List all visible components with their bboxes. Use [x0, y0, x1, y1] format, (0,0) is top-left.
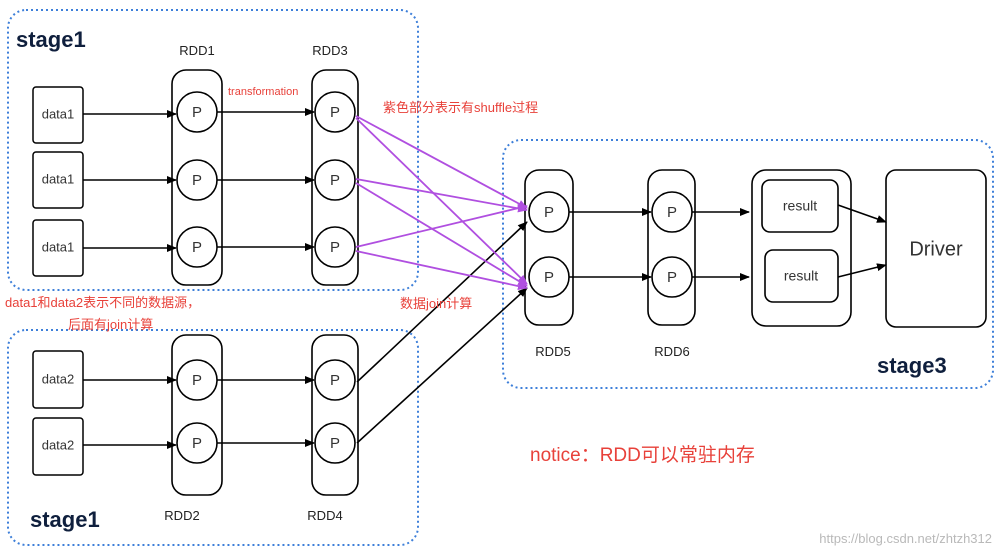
stage3-label: stage3: [877, 353, 947, 378]
partition-label: P: [667, 204, 677, 221]
shuffle-rdd3-p3-to-rdd5-p2: [355, 250, 528, 291]
rdd6-partitions: P P: [651, 191, 693, 298]
partition-circle: [314, 226, 356, 268]
shuffle-arrows: [355, 115, 528, 291]
data1-source-3: data1: [32, 219, 84, 277]
stage1-top-label: stage1: [16, 27, 86, 52]
rdd4-label: RDD4: [307, 508, 342, 523]
data1-box-label: data1: [42, 106, 75, 121]
rdd4-container: [311, 334, 359, 496]
shuffle-rdd3-p1-to-rdd5-p2: [355, 117, 528, 285]
narrow-dependency-arrows: [83, 108, 887, 449]
rdd2-partitions: P P: [176, 359, 218, 464]
rdd6-label: RDD6: [654, 344, 689, 359]
partition-label: P: [544, 269, 554, 286]
arrow-result-2-to-driver: [837, 263, 887, 278]
result-box-2-label: result: [784, 268, 818, 284]
result-box-1-label: result: [783, 198, 817, 214]
partition-label: P: [330, 239, 340, 256]
transformation-note: transformation: [228, 86, 298, 98]
rdd4-partitions: P P: [314, 359, 356, 464]
data2-box-label: data2: [42, 371, 75, 386]
arrow-rdd4-p2-to-rdd5-p2: [356, 287, 528, 444]
partition-label: P: [330, 104, 340, 121]
rdd1-label: RDD1: [179, 43, 214, 58]
shuffle-rdd3-p3-to-rdd5-p1: [355, 204, 528, 248]
stage1-bottom-label: stage1: [30, 507, 100, 532]
rdd3-partitions: P P P: [314, 91, 356, 268]
stage3-box: [502, 139, 994, 389]
rdd5-label: RDD5: [535, 344, 570, 359]
driver-label: Driver: [909, 238, 963, 260]
data1-source-2: data1: [32, 151, 84, 209]
shuffle-rdd3-p2-to-rdd5-p1: [355, 178, 528, 213]
data1-box: [32, 86, 84, 144]
stage1-bottom-box: [7, 329, 419, 546]
partition-label: P: [544, 204, 554, 221]
partition-label: P: [192, 372, 202, 389]
source-note-line1: data1和data2表示不同的数据源，: [5, 295, 200, 310]
partition-label: P: [330, 372, 340, 389]
watermark-url: https://blog.csdn.net/zhtzh312: [819, 531, 992, 546]
data1-source-1: data1: [32, 86, 84, 144]
arrow-result-1-to-driver: [837, 204, 887, 223]
partition-label: P: [192, 104, 202, 121]
data2-source-1: data2: [32, 350, 84, 409]
join-note: 数据join计算: [400, 296, 472, 311]
partition-circle: [314, 422, 356, 464]
data2-box: [32, 417, 84, 476]
arrow-rdd4-p1-to-rdd5-p1: [356, 221, 528, 383]
result-box-1: [761, 179, 839, 233]
partition-label: P: [192, 172, 202, 189]
partition-circle: [314, 359, 356, 401]
partition-label: P: [192, 239, 202, 256]
rdd2-container: [171, 334, 223, 496]
driver-box: [885, 169, 987, 328]
stage1-top-box: [7, 9, 419, 291]
partition-label: P: [667, 269, 677, 286]
shuffle-rdd3-p2-to-rdd5-p2: [355, 182, 528, 287]
partition-label: P: [330, 435, 340, 452]
rdd2-label: RDD2: [164, 508, 199, 523]
partition-label: P: [192, 435, 202, 452]
data1-box-label: data1: [42, 239, 75, 254]
data2-source-2: data2: [32, 417, 84, 476]
shuffle-rdd3-p1-to-rdd5-p1: [355, 115, 528, 209]
source-note-line2: 后面有join计算: [68, 317, 153, 332]
rdd1-partitions: P P P: [176, 91, 218, 268]
partition-label: P: [330, 172, 340, 189]
result-box-2: [764, 249, 839, 303]
shuffle-note: 紫色部分表示有shuffle过程: [383, 100, 538, 115]
partition-circle: [314, 159, 356, 201]
rdd3-label: RDD3: [312, 43, 347, 58]
notice-text: notice：RDD可以常驻内存: [530, 444, 755, 466]
data1-box-label: data1: [42, 171, 75, 186]
partition-circle: [314, 91, 356, 133]
data2-box-label: data2: [42, 437, 75, 452]
